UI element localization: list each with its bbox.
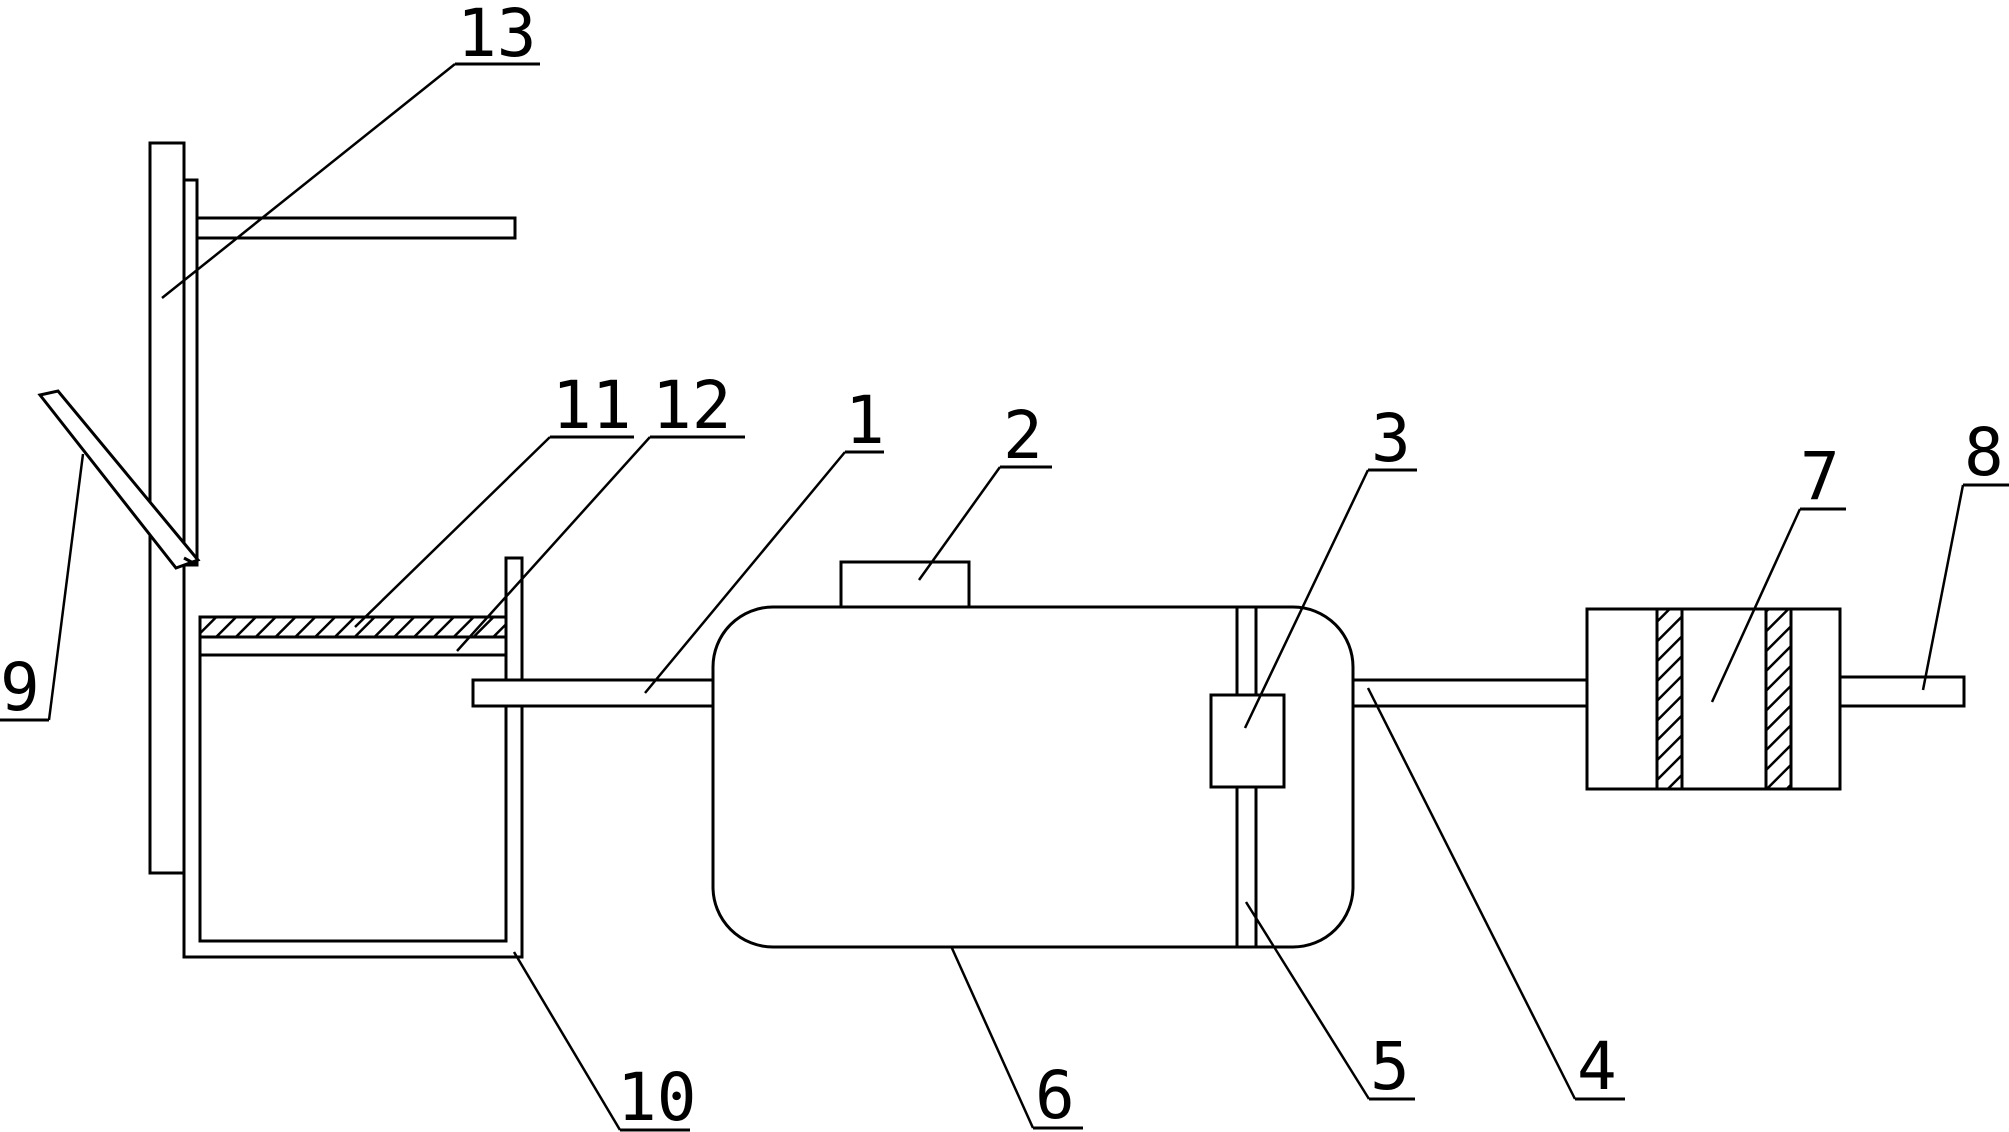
- label-13: 13: [457, 0, 536, 72]
- callout-1: 1: [644, 382, 885, 694]
- tank-body: [711, 605, 1355, 949]
- callout-10: 10: [512, 951, 696, 1132]
- callout-13: 13: [161, 0, 540, 299]
- discharge-pipe: [1838, 675, 1966, 708]
- label-2: 2: [1003, 397, 1043, 474]
- callout-11: 11: [354, 367, 634, 628]
- label-4: 4: [1577, 1028, 1617, 1105]
- label-9: 9: [0, 649, 40, 726]
- label-10: 10: [617, 1059, 696, 1132]
- label-5: 5: [1370, 1028, 1410, 1105]
- label-12: 12: [652, 367, 731, 444]
- filter-layer: [198, 615, 508, 657]
- callout-3: 3: [1243, 400, 1417, 729]
- callout-8: 8: [1921, 414, 2009, 691]
- callout-9: 9: [0, 453, 85, 726]
- top-cap: [839, 560, 971, 609]
- callout-7: 7: [1710, 438, 1846, 703]
- inlet-pipe: [471, 678, 715, 708]
- container: [182, 556, 524, 959]
- label-3: 3: [1371, 400, 1411, 477]
- callout-4: 4: [1366, 687, 1625, 1105]
- vertical-plate: [148, 141, 517, 875]
- angled-handle: [37, 389, 201, 570]
- label-1: 1: [845, 382, 885, 459]
- label-8: 8: [1964, 414, 2004, 491]
- sensor-box: [1209, 693, 1286, 789]
- callout-5: 5: [1244, 901, 1415, 1105]
- label-11: 11: [552, 367, 631, 444]
- callout-2: 2: [917, 397, 1052, 581]
- label-7: 7: [1800, 438, 1840, 515]
- label-6: 6: [1035, 1057, 1075, 1132]
- outlet-pipe: [1351, 678, 1589, 708]
- callout-12: 12: [456, 367, 745, 652]
- callout-6: 6: [949, 945, 1083, 1132]
